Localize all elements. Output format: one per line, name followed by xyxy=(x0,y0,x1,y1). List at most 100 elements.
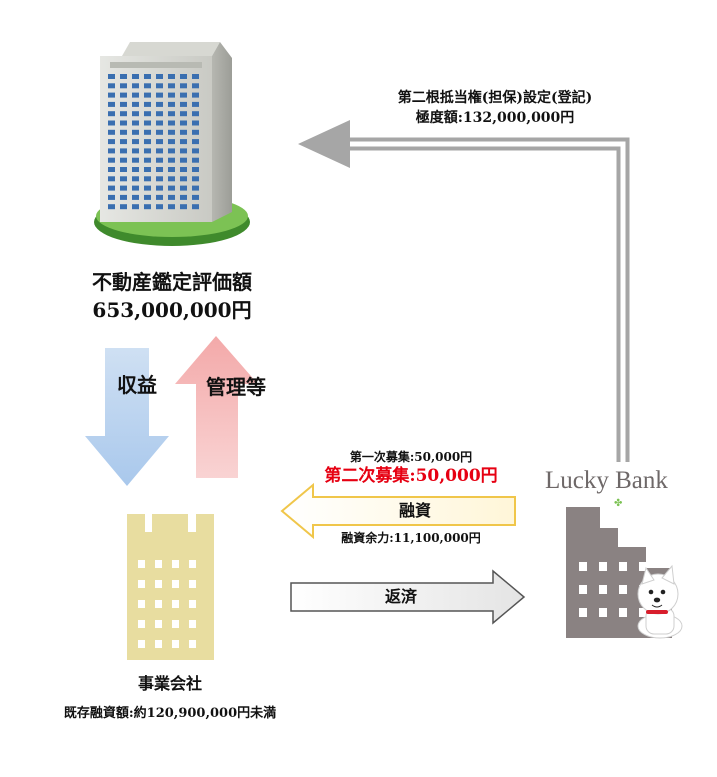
window xyxy=(120,101,127,107)
window xyxy=(108,167,115,172)
window xyxy=(192,101,199,107)
property-appraisal-title: 不動産鑑定評価額 xyxy=(92,270,252,294)
window xyxy=(180,148,187,154)
window xyxy=(108,185,115,191)
window xyxy=(108,101,115,107)
window xyxy=(108,148,115,154)
company-existing-loans: 既存融資額:約120,900,000円未満 xyxy=(63,706,277,721)
window xyxy=(156,111,163,117)
window xyxy=(168,92,175,98)
lender-name-bank: Bank xyxy=(615,467,668,494)
window xyxy=(120,92,127,98)
window xyxy=(138,640,145,648)
window xyxy=(156,176,163,182)
window xyxy=(156,92,163,98)
window xyxy=(132,74,139,79)
window xyxy=(144,167,151,172)
lien-arrow xyxy=(298,120,630,462)
window xyxy=(192,176,199,182)
window xyxy=(168,204,175,210)
window xyxy=(144,74,151,79)
window xyxy=(180,111,187,117)
window xyxy=(144,111,151,117)
window xyxy=(156,194,163,200)
window xyxy=(599,562,607,571)
funding-remaining-capacity: 融資余力:11,100,000円 xyxy=(341,531,481,545)
window xyxy=(144,101,151,107)
repayment-label: 返済 xyxy=(384,587,417,606)
window xyxy=(108,111,115,117)
window xyxy=(156,148,163,154)
window xyxy=(599,585,607,594)
window xyxy=(168,83,175,89)
window xyxy=(168,185,175,191)
window xyxy=(192,157,199,163)
window xyxy=(180,204,187,210)
window xyxy=(192,92,199,98)
window xyxy=(189,580,196,588)
window xyxy=(144,185,151,191)
window xyxy=(138,600,145,608)
window xyxy=(144,148,151,154)
window xyxy=(132,111,139,117)
white-dog-mascot-icon xyxy=(637,564,683,639)
management-label: 管理等 xyxy=(206,372,266,402)
window xyxy=(120,148,127,154)
window xyxy=(144,129,151,135)
window xyxy=(120,204,127,210)
window xyxy=(180,185,187,191)
window xyxy=(192,83,199,89)
window xyxy=(189,640,196,648)
window xyxy=(156,204,163,210)
window xyxy=(120,194,127,200)
window xyxy=(579,608,587,617)
window xyxy=(172,580,179,588)
window xyxy=(619,585,627,594)
window xyxy=(579,585,587,594)
window xyxy=(156,74,163,79)
window xyxy=(120,139,127,145)
window xyxy=(156,167,163,172)
window xyxy=(189,600,196,608)
window xyxy=(132,139,139,145)
window xyxy=(192,129,199,135)
window xyxy=(156,157,163,163)
window xyxy=(168,120,175,126)
window xyxy=(168,139,175,145)
lien-label: 第二根抵当権(担保)設定(登記) 極度額:132,000,000円 xyxy=(330,88,660,128)
lender-name-lucky: Lucky xyxy=(545,467,609,494)
window xyxy=(138,580,145,588)
window xyxy=(120,157,127,163)
window xyxy=(180,83,187,89)
window xyxy=(192,74,199,79)
window xyxy=(132,92,139,98)
window xyxy=(120,167,127,172)
window xyxy=(132,129,139,135)
window xyxy=(168,148,175,154)
window xyxy=(132,148,139,154)
income-arrow xyxy=(85,348,169,486)
window xyxy=(144,176,151,182)
window xyxy=(155,560,162,568)
window xyxy=(144,92,151,98)
funding-first-round: 第一次募集:50,000円 xyxy=(349,450,473,464)
financing-label: 融資 xyxy=(398,501,431,520)
window xyxy=(192,204,199,210)
window xyxy=(120,120,127,126)
window xyxy=(138,560,145,568)
window xyxy=(180,157,187,163)
funding-second-round: 第二次募集:50,000円 xyxy=(324,466,498,486)
window xyxy=(156,139,163,145)
window xyxy=(639,608,647,617)
window xyxy=(108,83,115,89)
window xyxy=(132,157,139,163)
window xyxy=(144,157,151,163)
company-building-icon xyxy=(127,514,214,660)
office-tower-icon xyxy=(94,42,250,246)
window xyxy=(155,580,162,588)
window xyxy=(156,83,163,89)
window xyxy=(168,194,175,200)
window xyxy=(192,167,199,172)
window xyxy=(108,157,115,163)
window xyxy=(192,139,199,145)
